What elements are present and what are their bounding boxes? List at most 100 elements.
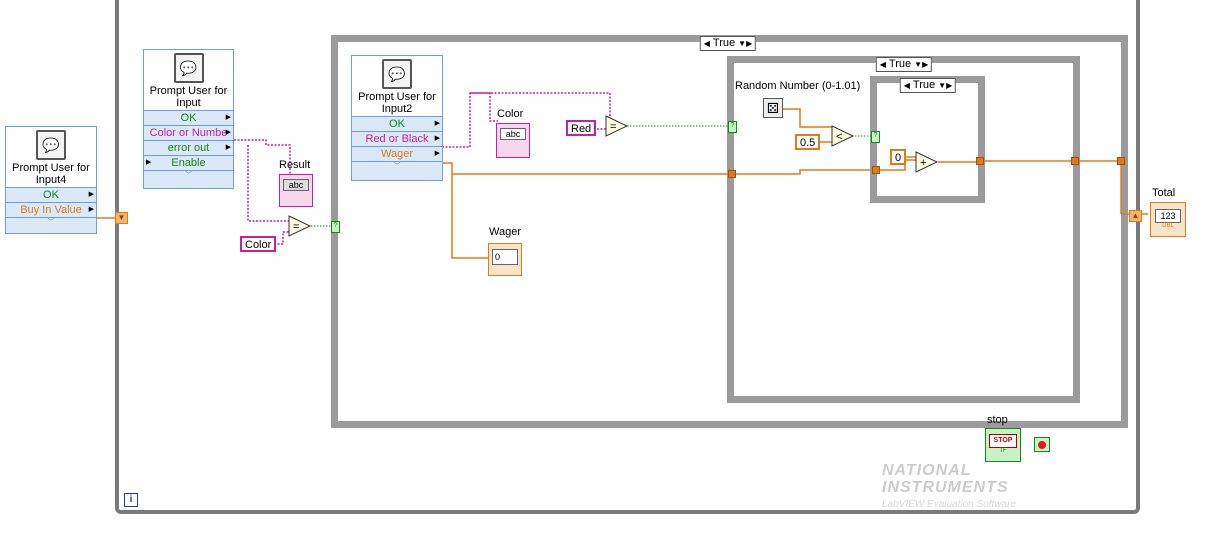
color-constant[interactable]: Color <box>240 236 277 252</box>
terminal-color-or-number[interactable]: Color or Numbe▶ <box>144 125 233 140</box>
node-title: Prompt User for Input2 <box>358 91 436 115</box>
string-icon: abc <box>283 179 309 191</box>
terminal-label: OK <box>180 112 197 124</box>
iteration-terminal[interactable]: i <box>124 493 138 507</box>
prev-case-icon[interactable]: ◀ <box>703 39 710 48</box>
terminal-red-or-black[interactable]: Red or Black ▶ <box>352 131 442 146</box>
terminal-buy-in-value[interactable]: Buy In Value ▶ <box>6 202 96 217</box>
wire-wager-ind <box>451 174 489 259</box>
prev-case-icon[interactable]: ◀ <box>879 60 886 69</box>
terminal-label: Color or Numbe <box>149 127 228 139</box>
terminal-wager[interactable]: Wager ▶ <box>352 146 442 161</box>
total-label: Total <box>1152 187 1176 199</box>
stop-button-terminal[interactable]: STOP TF <box>985 428 1021 462</box>
zero-constant[interactable]: 0 <box>890 149 907 165</box>
wire-wager-mid <box>732 169 876 175</box>
dbl-tag: DBL <box>1162 223 1174 229</box>
arrow-right-icon: ▶ <box>88 191 94 198</box>
terminal-label: OK <box>389 118 405 130</box>
sum-tunnel-outer[interactable] <box>1117 157 1125 165</box>
wire-random <box>780 108 832 128</box>
total-indicator[interactable]: 123 DBL <box>1150 202 1186 237</box>
less-than-function[interactable]: < <box>831 125 855 147</box>
shift-register-right[interactable]: ▲ <box>1129 210 1142 222</box>
case-selector-inner[interactable]: ◀ True ▼▶ <box>899 78 957 93</box>
half-constant[interactable]: 0.5 <box>795 134 821 150</box>
terminal-ok[interactable]: OK ▶ <box>352 116 442 131</box>
wire-color-const <box>274 231 289 245</box>
terminal-label: Buy In Value <box>20 204 82 216</box>
watermark-brand: NATIONAL INSTRUMENTS <box>882 462 1009 496</box>
chevron-down-icon[interactable]: ▼▶ <box>914 60 929 69</box>
wager-indicator-label: Wager <box>489 226 521 238</box>
result-label: Result <box>279 159 311 171</box>
color-indicator[interactable]: abc <box>496 123 530 158</box>
prompt-dialog-icon: 💬 <box>36 130 66 160</box>
arrow-right-icon: ▶ <box>434 135 440 142</box>
sum-tunnel-inner[interactable] <box>976 157 984 165</box>
shift-register-left[interactable]: ▼ <box>115 212 128 224</box>
terminal-label: OK <box>43 189 59 201</box>
while-loop[interactable] <box>115 0 1140 514</box>
prompt-dialog-icon: 💬 <box>382 59 412 89</box>
case-label-outer: True <box>712 37 736 49</box>
wire-red-or-black <box>442 92 498 148</box>
loop-condition-terminal[interactable] <box>1034 437 1050 452</box>
case-structure-inner[interactable] <box>870 76 985 203</box>
red-constant[interactable]: Red <box>566 120 597 136</box>
ni-watermark: NATIONAL INSTRUMENTS LabVIEW Evaluation … <box>882 462 1092 513</box>
result-indicator[interactable]: abc <box>279 174 313 207</box>
case-selector-middle[interactable]: ◀ True ▼▶ <box>875 57 933 72</box>
expand-icon[interactable]: ﹀ <box>144 170 233 180</box>
wager-tunnel-outer[interactable] <box>728 170 736 178</box>
terminal-label: Red or Black <box>365 133 429 145</box>
arrow-right-icon: ▶ <box>434 120 440 127</box>
prompt-node-input2[interactable]: 💬 Prompt User for Input2 OK ▶ Red or Blac… <box>351 55 443 181</box>
node-title: Prompt User for Input4 <box>12 162 90 186</box>
terminal-ok[interactable]: OK ▶ <box>144 110 233 125</box>
dice-icon[interactable]: ⚄ <box>763 98 783 118</box>
chevron-down-icon[interactable]: ▼▶ <box>938 81 953 90</box>
wire-add-b <box>876 159 916 171</box>
case-selector-outer[interactable]: ◀ True ▼▶ <box>699 36 757 51</box>
arrow-right-icon: ▶ <box>225 144 231 151</box>
equal-function-2[interactable]: = <box>605 115 629 137</box>
arrow-right-icon: ▶ <box>88 206 94 213</box>
wager-tunnel-middle[interactable] <box>872 166 880 174</box>
add-function[interactable]: + <box>915 151 939 173</box>
prev-case-icon[interactable]: ◀ <box>903 81 910 90</box>
case-selector-terminal-middle[interactable]: ? <box>728 121 737 133</box>
prompt-dialog-icon: 💬 <box>173 53 204 83</box>
equal-function-1[interactable]: = <box>288 215 312 237</box>
arrow-right-icon: ▶ <box>225 114 231 121</box>
wire-to-equal1-a <box>247 145 289 222</box>
expand-icon[interactable]: ﹀ <box>352 161 442 171</box>
sum-tunnel-middle[interactable] <box>1071 157 1079 165</box>
case-selector-terminal-inner[interactable]: ? <box>871 131 880 143</box>
numeric-icon: 123 <box>1155 209 1181 223</box>
color-indicator-label: Color <box>497 108 524 120</box>
prompt-node-input4[interactable]: 💬 Prompt User for Input4 OK ▶ Buy In Valu… <box>5 126 97 234</box>
terminal-label: Enable <box>171 157 206 169</box>
arrow-right-icon: ▶ <box>434 150 440 157</box>
expand-icon[interactable]: ﹀ <box>6 217 96 227</box>
terminal-enable[interactable]: ▶ Enable <box>144 155 233 170</box>
wire-result <box>234 139 291 178</box>
case-selector-terminal-outer[interactable]: ? <box>331 221 340 233</box>
svg-text:<: < <box>836 131 842 143</box>
arrow-right-icon: ▶ <box>146 159 152 166</box>
node-title: Prompt User for Input <box>149 85 228 109</box>
svg-text:=: = <box>293 221 299 233</box>
string-icon: abc <box>500 128 526 140</box>
terminal-ok[interactable]: OK ▶ <box>6 187 96 202</box>
chevron-down-icon[interactable]: ▼▶ <box>738 39 753 48</box>
watermark-sub: LabVIEW Evaluation Software <box>882 499 1016 510</box>
arrow-right-icon: ▶ <box>225 129 231 136</box>
wire-wager <box>442 162 732 175</box>
terminal-error-out[interactable]: error out▶ <box>144 140 233 155</box>
wager-indicator[interactable]: 0 <box>488 243 522 276</box>
prompt-node-input[interactable]: 💬 Prompt User for Input OK ▶ Color or Num… <box>143 49 234 189</box>
terminal-label: Wager <box>381 148 413 160</box>
tf-tag: TF <box>999 448 1007 454</box>
stop-icon: STOP <box>989 434 1017 448</box>
